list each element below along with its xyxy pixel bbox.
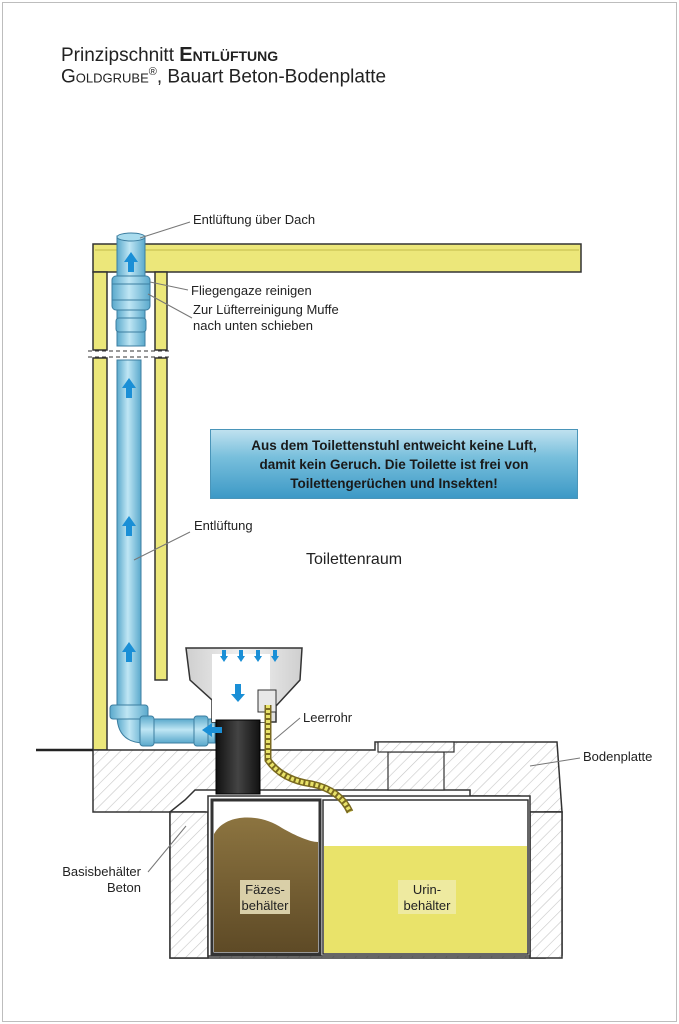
break-marks (88, 350, 172, 358)
label-roof-vent: Entlüftung über Dach (193, 212, 316, 227)
toilet-bowl (185, 647, 303, 795)
label-cleaning-1: Zur Lüfterreinigung Muffe (193, 302, 339, 317)
label-cleaning-2: nach unten schieben (193, 318, 313, 333)
label-empty-pipe: Leerrohr (303, 710, 353, 725)
label-fly-screen: Fliegengaze reinigen (191, 283, 312, 298)
ceiling-slab (92, 243, 582, 273)
urine-container (322, 799, 529, 955)
feces-container (210, 798, 322, 956)
label-base-container: Basisbehälter Beton (62, 864, 141, 895)
page-subtitle: Goldgrube®, Bauart Beton-Bodenplatte (61, 66, 387, 88)
leader-lines (133, 221, 581, 873)
wall-right (154, 271, 168, 681)
page-title: Prinzipschnitt Entlüftung (61, 44, 279, 66)
label-floor-slab: Bodenplatte (583, 749, 653, 764)
info-banner: Aus dem Toilettenstuhl entweicht keine L… (210, 429, 578, 499)
airflow-arrows (122, 252, 279, 737)
label-urine-container: Urin- behälter (403, 882, 451, 913)
label-vent: Entlüftung (194, 518, 253, 533)
label-feces-container: Fäzes- behälter (241, 882, 289, 913)
wall-left (92, 271, 108, 751)
label-room: Toilettenraum (306, 551, 403, 568)
